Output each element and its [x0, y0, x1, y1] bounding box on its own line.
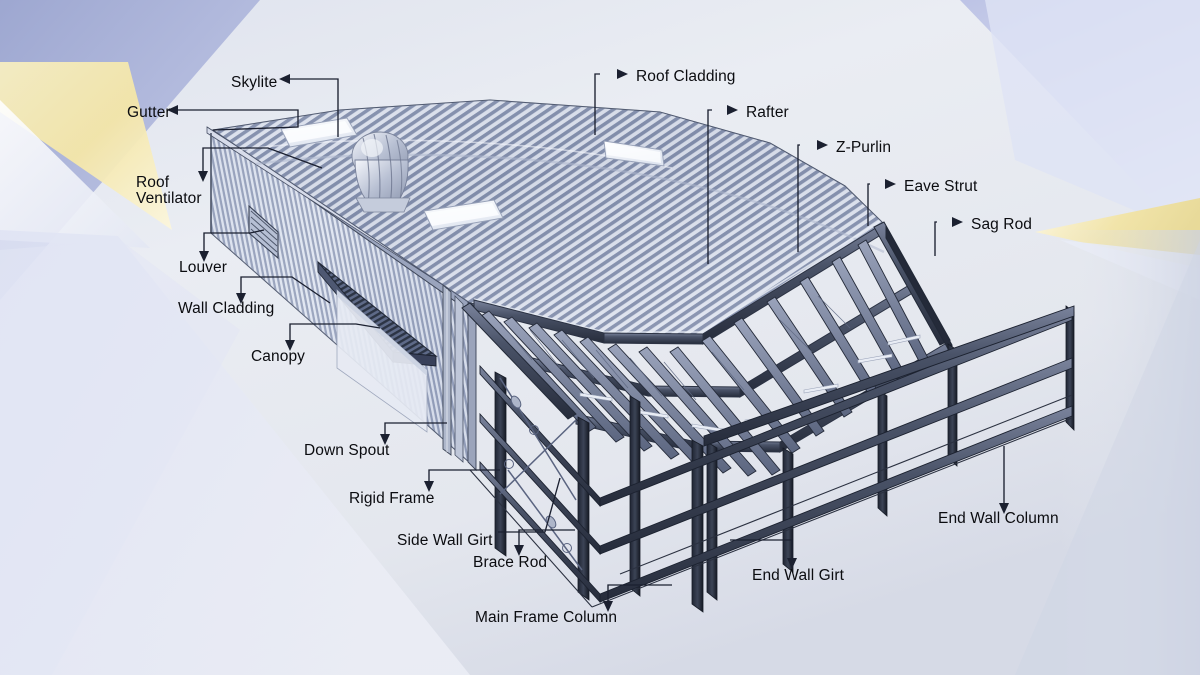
columns — [494, 305, 1075, 613]
label-brace-rod: Brace Rod — [473, 554, 547, 571]
label-skylite: Skylite — [231, 74, 277, 91]
leader-arrowheads — [167, 69, 1009, 612]
arrow-z-purlin — [817, 140, 828, 150]
band-soft-right — [1015, 240, 1200, 675]
corner-band-white-topleft — [0, 100, 150, 248]
arrow-main-frame-column — [603, 601, 613, 612]
label-text: Eave Strut — [904, 178, 978, 195]
leader-louver — [203, 229, 265, 252]
corner-band-yellow-topleft — [0, 62, 172, 230]
arrow-rigid-frame — [424, 481, 434, 492]
arrow-rafter — [727, 105, 738, 115]
label-text: Canopy — [251, 348, 306, 365]
leader-wall-cladding — [240, 276, 331, 304]
arrow-brace-rod — [514, 545, 524, 556]
arrow-roof-cladding — [617, 69, 628, 79]
label-end-wall-column: End Wall Column — [938, 510, 1059, 527]
louver — [248, 204, 279, 260]
corner-band-pale-topright — [985, 0, 1200, 238]
arrow-end-wall-column — [999, 503, 1009, 514]
label-end-wall-girt: End Wall Girt — [752, 567, 844, 584]
down-spout — [442, 284, 464, 463]
leader-gutter — [177, 109, 299, 131]
wall-opening — [336, 289, 428, 433]
leader-brace-rod — [518, 529, 575, 546]
label-text: Gutter — [127, 104, 171, 121]
label-roof-cladding: Roof Cladding — [636, 68, 736, 85]
label-sag-rod: Sag Rod — [971, 216, 1032, 233]
label-text: Roof Cladding — [636, 68, 736, 85]
arrow-roof-ventilator — [198, 171, 208, 182]
label-canopy: Canopy — [251, 348, 305, 365]
end-wall-eave-beam — [703, 305, 1075, 447]
right-edge-shade — [1060, 230, 1200, 675]
leader-side-wall-girt — [498, 477, 561, 533]
label-text: Roof Ventilator — [136, 174, 202, 208]
arrow-eave-strut — [885, 179, 896, 189]
label-text: Main Frame Column — [475, 609, 618, 626]
arrow-end-wall-girt — [787, 558, 797, 569]
label-wall-cladding: Wall Cladding — [178, 300, 274, 317]
main-frame-column — [577, 416, 590, 601]
leader-roof-cladding — [594, 73, 600, 135]
interior-column — [629, 395, 641, 597]
base-outline — [469, 394, 1073, 608]
steel-frame — [461, 221, 1075, 613]
label-gutter: Gutter — [127, 104, 171, 121]
label-eave-strut: Eave Strut — [904, 178, 977, 195]
arrow-gutter — [167, 105, 178, 115]
arrow-canopy — [285, 340, 295, 351]
skylite-panels — [280, 117, 665, 231]
end-wall-girts — [599, 309, 1073, 603]
label-side-wall-girt: Side Wall Girt — [397, 532, 493, 549]
eave-struts — [461, 221, 953, 420]
label-text: Z-Purlin — [836, 139, 892, 156]
label-text: Wall Cladding — [178, 300, 275, 317]
arrow-down-spout — [380, 434, 390, 445]
label-text: Skylite — [231, 74, 278, 91]
label-louver: Louver — [179, 259, 227, 276]
label-text: Rafter — [746, 104, 789, 121]
label-main-frame-column: Main Frame Column — [475, 609, 617, 626]
leader-rafter — [707, 109, 712, 264]
leader-down-spout — [384, 422, 447, 435]
arrow-sag-rod — [952, 217, 963, 227]
leader-z-purlin — [797, 144, 800, 252]
arrow-skylite — [279, 74, 290, 84]
arrow-wall-cladding — [236, 293, 246, 304]
label-text: Louver — [179, 259, 227, 276]
band-soft-left — [0, 240, 240, 675]
end-wall-column-a — [691, 439, 704, 613]
leader-eave-strut — [867, 183, 870, 226]
leader-main-frame-column — [607, 584, 672, 602]
label-roof-ventilator: Roof Ventilator — [136, 174, 202, 208]
label-text: Down Spout — [304, 442, 390, 459]
label-text: End Wall Column — [938, 510, 1059, 527]
label-down-spout: Down Spout — [304, 442, 389, 459]
leader-sag-rod — [934, 221, 937, 256]
label-text: Sag Rod — [971, 216, 1033, 233]
label-rigid-frame: Rigid Frame — [349, 490, 435, 507]
leader-skylite — [289, 78, 339, 137]
label-text: Rigid Frame — [349, 490, 435, 507]
label-rafter: Rafter — [746, 104, 789, 121]
rigid-frame-column — [494, 371, 507, 557]
roof-ventilator — [351, 131, 411, 213]
label-text: Brace Rod — [473, 554, 548, 571]
arrow-louver — [199, 251, 209, 262]
leader-rigid-frame — [428, 469, 500, 482]
label-z-purlin: Z-Purlin — [836, 139, 891, 156]
roof-bracing-wires — [499, 295, 851, 401]
label-text: End Wall Girt — [752, 567, 845, 584]
leader-roof-ventilator — [202, 147, 323, 172]
label-text: Side Wall Girt — [397, 532, 493, 549]
leader-canopy — [289, 323, 381, 341]
leader-end-wall-girt — [730, 539, 793, 559]
